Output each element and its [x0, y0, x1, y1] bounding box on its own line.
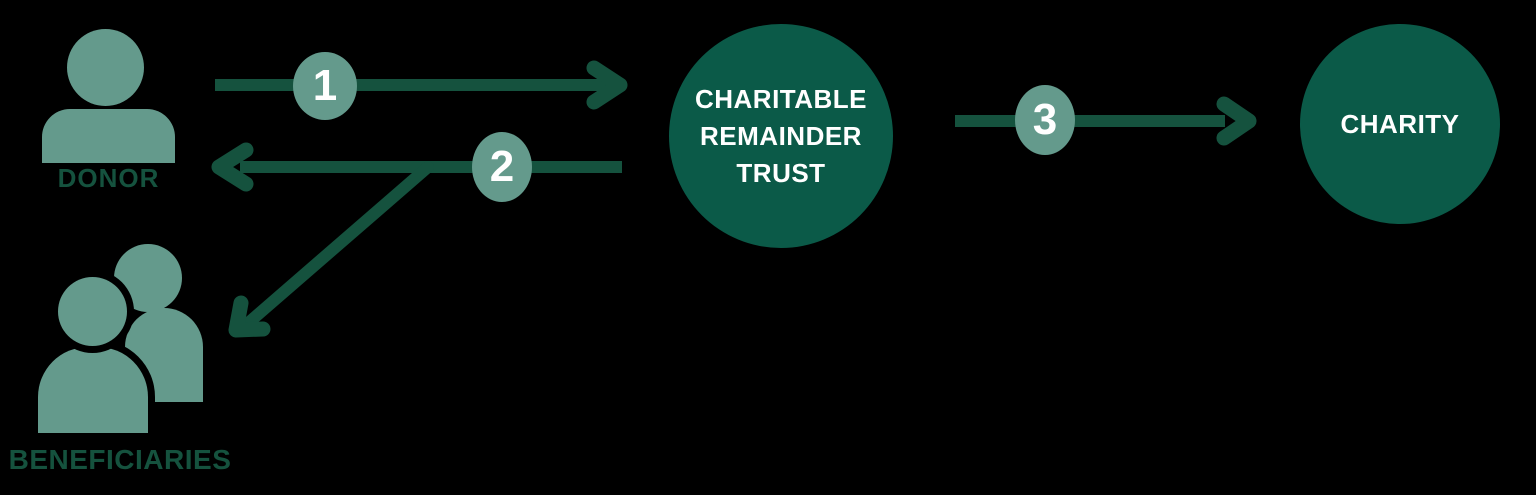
- arrow-3-number: 3: [1032, 95, 1058, 144]
- arrow-2-number: 2: [489, 142, 515, 191]
- arrow-2-downleft-arrowhead-icon: [228, 295, 271, 338]
- beneficiaries-front-person-icon: [58, 277, 127, 346]
- arrow-1: [215, 60, 628, 110]
- arrow-3-right-arrowhead-icon: [1216, 96, 1257, 146]
- beneficiaries-front-person-body-icon: [38, 347, 148, 433]
- donor-person-body-icon: [42, 109, 175, 163]
- arrow-2-number-badge: 2: [472, 132, 532, 202]
- arrow-3-number-badge: 3: [1015, 85, 1075, 155]
- arrow-3: [955, 96, 1257, 146]
- trust-label-line-2: REMAINDER: [700, 120, 862, 151]
- trust-label-line-3: TRUST: [736, 157, 826, 188]
- donor-person-icon: [67, 29, 144, 106]
- beneficiaries-label: BENEFICIARIES: [8, 444, 232, 475]
- donor-label: DONOR: [57, 163, 160, 193]
- charity-node: CHARITY: [1300, 24, 1500, 224]
- trust-node: CHARITABLE REMAINDER TRUST: [669, 24, 893, 248]
- arrow-1-number-badge: 1: [293, 52, 357, 120]
- arrow-2-branch-shaft: [241, 161, 434, 330]
- arrow-1-number: 1: [312, 61, 338, 110]
- trust-label-line-1: CHARITABLE: [694, 83, 868, 114]
- arrow-2-left-arrowhead-icon: [211, 142, 254, 192]
- arrow-1-right-arrowhead-icon: [586, 60, 628, 110]
- arrow-2: [211, 142, 622, 338]
- charity-label: CHARITY: [1340, 108, 1460, 139]
